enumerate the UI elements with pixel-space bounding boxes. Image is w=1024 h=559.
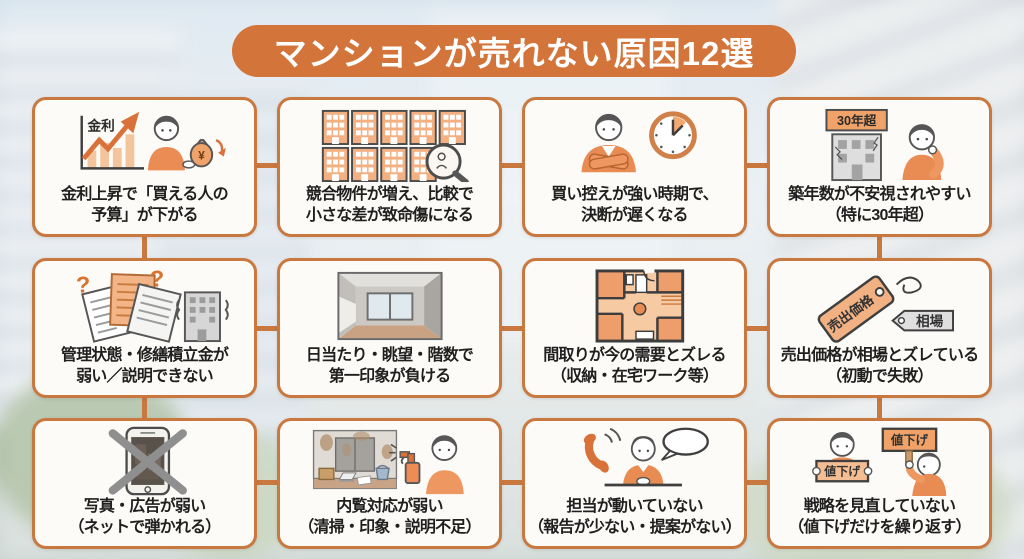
yen-symbol: ¥ [198, 149, 205, 162]
documents-question-icon: ? ? [35, 261, 254, 346]
card-caption: 戦略を見直していない （値下げだけを繰り返す） [788, 498, 971, 537]
connector-h-r1c2 [500, 163, 524, 168]
card-inactive-agent: 担当が動いていない （報告が少ない・提案がない） [522, 418, 747, 549]
card-first-impression: 日当たり・眺望・階数で 第一印象が負ける [277, 258, 502, 398]
card-price-mismatch: 売出価格 相場 売出価格が相場とズレている （初動で失敗） [767, 258, 992, 398]
card-caption: 間取りが今の需要とズレる （収納・在宅ワーク等） [543, 347, 726, 386]
messy-room-spray-icon [280, 421, 499, 497]
title-banner: マンションが売れない原因12選 [232, 25, 796, 77]
price-cut-signs-icon: 値下げ 値下げ [770, 421, 989, 497]
card-caption: 担当が動いていない （報告が少ない・提案がない） [528, 498, 742, 537]
floorplan-icon [525, 261, 744, 346]
connector-h-r1c1 [255, 163, 279, 168]
card-caption: 内覧対応が弱い （清掃・印象・説明不足） [298, 498, 481, 537]
connector-h-r3c3 [745, 480, 769, 485]
card-caption: 金利上昇で「買える人の 予算」が下がる [61, 186, 229, 225]
old-building-icon: 30年超 [770, 100, 989, 185]
card-buyer-hesitation: 買い控えが強い時期で、 決断が遅くなる [522, 97, 747, 237]
card-caption: 売出価格が相場とズレている （初動で失敗） [780, 347, 979, 386]
connector-h-r2c1 [255, 326, 279, 331]
connector-v-right-bottom [877, 394, 882, 422]
card-caption: 買い控えが強い時期で、 決断が遅くなる [551, 186, 718, 225]
card-building-age: 30年超 築年数が不安視されやすい （特に30年超） [767, 97, 992, 237]
card-caption: 競合物件が増え、比較で 小さな差が致命傷になる [305, 186, 474, 225]
page-title: マンションが売れない原因12選 [273, 35, 755, 72]
market-price-label: 相場 [916, 313, 944, 329]
connector-h-r3c2 [500, 480, 524, 485]
interest-rate-chart-icon: 金利 ¥ [35, 100, 254, 185]
hesitant-buyer-clock-icon [525, 100, 744, 185]
card-weak-photos-ads: 写真・広告が弱い （ネットで弾かれる） [32, 418, 257, 549]
card-no-strategy-review: 値下げ 値下げ 戦略を見直していない （値下げだけを繰り返す） [767, 418, 992, 549]
question-mark: ? [75, 271, 89, 297]
connector-h-r2c3 [745, 326, 769, 331]
agent-phone-bubble-icon [525, 421, 744, 497]
card-caption: 管理状態・修繕積立金が 弱い／説明できない [60, 347, 229, 386]
card-weak-viewing: 内覧対応が弱い （清掃・印象・説明不足） [277, 418, 502, 549]
connector-h-r3c1 [255, 480, 279, 485]
card-caption: 日当たり・眺望・階数で 第一印象が負ける [305, 347, 474, 386]
card-floorplan-mismatch: 間取りが今の需要とズレる （収納・在宅ワーク等） [522, 258, 747, 398]
card-caption: 写真・広告が弱い （ネットで弾かれる） [68, 498, 221, 537]
question-mark: ? [149, 269, 163, 292]
connector-v-left-bottom [142, 394, 147, 422]
over-30-years-label: 30年超 [836, 113, 876, 128]
phone-photo-x-icon [35, 421, 254, 497]
card-interest-rate-rise: 金利 ¥ 金利上昇で「買える人の 予算」が下がる [32, 97, 257, 237]
connector-h-r1c3 [745, 163, 769, 168]
interest-label: 金利 [86, 117, 114, 133]
connector-v-left-top [142, 233, 147, 261]
price-cut-placard-label: 値下げ [889, 433, 928, 448]
dark-room-icon [280, 261, 499, 346]
card-competition: 競合物件が増え、比較で 小さな差が致命傷になる [277, 97, 502, 237]
card-caption: 築年数が不安視されやすい （特に30年超） [788, 186, 971, 225]
connector-v-right-top [877, 233, 882, 261]
connector-h-r2c2 [500, 326, 524, 331]
price-cut-label: 値下げ [823, 464, 861, 479]
price-tag-icon: 売出価格 相場 [770, 261, 989, 346]
competing-buildings-magnifier-icon [280, 100, 499, 185]
card-management-funds: ? ? 管理状態・修繕積立金が 弱い／説明できない [32, 258, 257, 398]
